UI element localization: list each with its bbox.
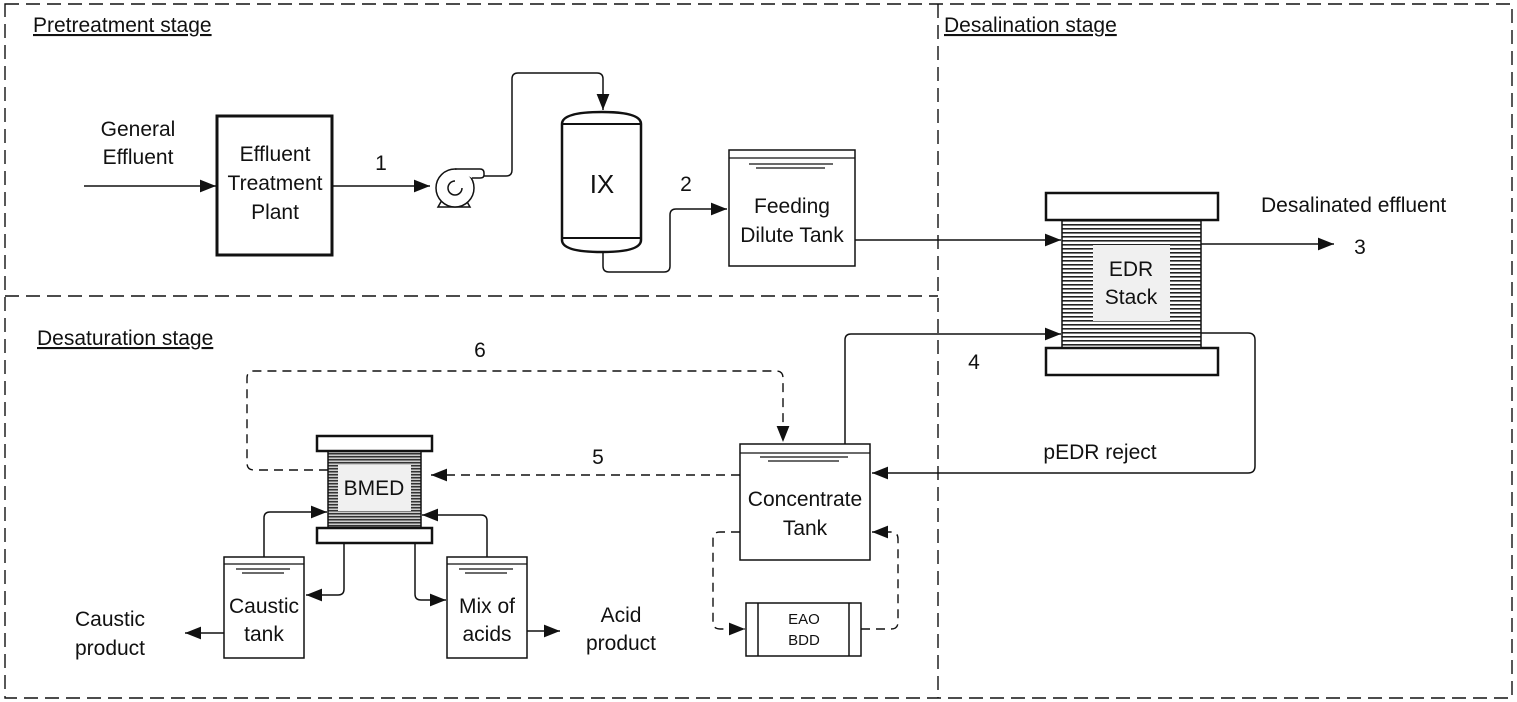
acid-product-label-1: Acid [601,604,642,627]
bmed-top-plate [315,434,434,453]
concentrate-tank: Concentrate Tank [739,443,871,561]
feeding-dilute-tank-label-2: Dilute Tank [740,224,844,247]
stream-3-label: 3 [1354,236,1366,259]
caustic-tank-label-2: tank [244,623,284,646]
mix-of-acids-label-1: Mix of [459,595,515,618]
feeding-dilute-tank-label-1: Feeding [754,195,830,218]
acid-tank-to-bmed-stream [422,508,488,557]
mix-of-acids-tank: Mix of acids [446,556,528,659]
concentrate-tank-label-1: Concentrate [748,488,862,511]
bmed-stack: BMED [315,434,434,545]
bmed-to-acid-tank-stream [414,543,446,607]
pretreatment-stage-title: Pretreatment stage [33,14,212,37]
caustic-tank-to-bmed-stream [263,505,327,557]
caustic-tank-label-1: Caustic [229,595,299,618]
stream-5-label: 5 [592,446,604,469]
tank-to-eao-stream [712,531,745,636]
stage-boundaries [4,3,1513,699]
edr-stack: EDR Stack [1044,191,1220,377]
bmed-label: BMED [344,477,405,500]
eao-to-tank-stream [861,525,899,630]
concentrate-tank-label-2: Tank [783,517,828,540]
stream-6-label: 6 [474,339,486,362]
ix-label: IX [590,169,615,199]
outer-boundary [4,3,1513,699]
stream-4 [844,327,1061,444]
bmed-label-panel [338,465,411,511]
desalinated-effluent-label: Desalinated effluent [1261,194,1446,217]
acid-product-label-2: product [586,632,656,655]
effluent-treatment-plant: Effluent Treatment Plant [215,114,334,257]
stream-6 [246,370,790,471]
stream-2 [602,202,727,273]
etp-box [215,114,334,257]
bmed-bottom-plate [315,526,434,545]
edr-label-panel [1093,245,1170,321]
caustic-tank: Caustic tank [223,556,305,659]
stream-4-label: 4 [968,351,980,374]
pedr-reject-stream [872,332,1256,480]
caustic-product-label-1: Caustic [75,608,145,631]
mix-of-acids-label-2: acids [462,623,511,646]
general-effluent-line-2: Effluent [103,146,174,169]
caustic-product-label-2: product [75,637,145,660]
edr-top-plate [1044,191,1220,222]
desalination-stage-title: Desalination stage [944,14,1117,37]
etp-label-1: Effluent [240,143,311,166]
bmed-to-caustic-tank-stream [306,543,345,602]
etp-label-2: Treatment [228,172,323,195]
general-effluent-label: General Effluent [101,118,176,169]
edr-label-1: EDR [1109,258,1153,281]
edr-bottom-plate [1044,346,1220,377]
etp-label-3: Plant [251,201,299,224]
ix-column: IX [560,110,643,254]
feeding-dilute-tank: Feeding Dilute Tank [728,149,856,267]
bdd-label: BDD [788,632,820,649]
eao-bdd-unit: EAO BDD [745,602,862,657]
desaturation-stage-title: Desaturation stage [37,327,213,350]
eao-label: EAO [788,611,820,628]
stream-2-label: 2 [680,173,692,196]
stream-1-label: 1 [375,152,387,175]
edr-label-2: Stack [1105,286,1158,309]
general-effluent-line-1: General [101,118,176,141]
pump-to-ix-stream [484,72,610,177]
pedr-reject-label: pEDR reject [1043,441,1156,464]
pump-icon [435,168,485,208]
